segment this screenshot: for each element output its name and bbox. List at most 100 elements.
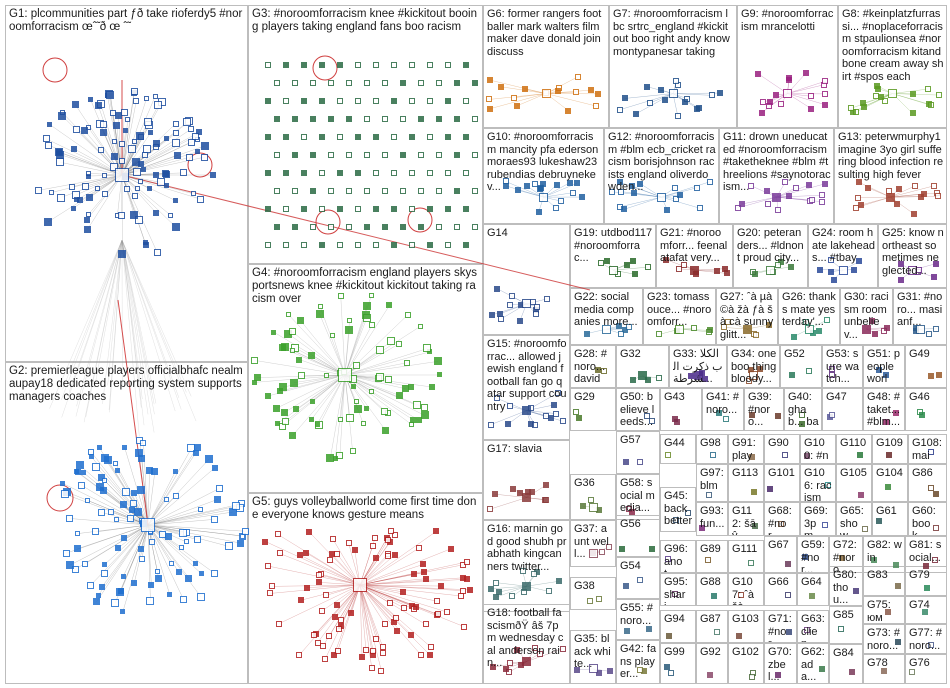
- network-node[interactable]: [296, 551, 303, 558]
- network-node[interactable]: [486, 77, 493, 84]
- network-node[interactable]: [445, 242, 451, 248]
- network-node[interactable]: [824, 316, 831, 323]
- network-node[interactable]: [829, 411, 836, 418]
- network-node[interactable]: [310, 632, 317, 639]
- network-node[interactable]: [621, 95, 628, 102]
- network-node[interactable]: [809, 592, 816, 599]
- network-node[interactable]: [310, 80, 316, 86]
- network-node[interactable]: [301, 170, 307, 176]
- network-node[interactable]: [351, 547, 358, 554]
- network-node[interactable]: [827, 268, 834, 275]
- network-node[interactable]: [910, 90, 917, 97]
- network-node[interactable]: [120, 609, 126, 615]
- network-node[interactable]: [163, 183, 169, 189]
- network-node[interactable]: [186, 153, 194, 161]
- network-node[interactable]: [368, 322, 375, 329]
- network-node[interactable]: [337, 98, 343, 104]
- network-node[interactable]: [809, 197, 816, 204]
- network-node[interactable]: [81, 182, 89, 190]
- network-node[interactable]: [73, 468, 79, 474]
- network-node[interactable]: [310, 188, 316, 194]
- network-node[interactable]: [265, 242, 271, 248]
- network-node[interactable]: [541, 89, 551, 99]
- network-node[interactable]: [859, 100, 866, 107]
- network-node[interactable]: [920, 190, 927, 197]
- network-node[interactable]: [138, 545, 145, 552]
- network-node[interactable]: [183, 117, 192, 126]
- network-node[interactable]: [382, 224, 388, 230]
- network-node[interactable]: [286, 312, 292, 318]
- network-node[interactable]: [927, 448, 934, 455]
- network-node[interactable]: [868, 317, 875, 324]
- network-node[interactable]: [192, 560, 198, 566]
- network-node[interactable]: [830, 276, 837, 283]
- network-node[interactable]: [265, 134, 271, 140]
- network-node[interactable]: [196, 129, 203, 136]
- network-node[interactable]: [895, 185, 902, 192]
- network-node[interactable]: [487, 585, 494, 592]
- network-node[interactable]: [301, 242, 307, 248]
- network-node[interactable]: [764, 187, 771, 194]
- network-node[interactable]: [283, 170, 289, 176]
- network-node[interactable]: [716, 90, 723, 97]
- network-node[interactable]: [83, 216, 90, 223]
- network-node[interactable]: [66, 560, 75, 569]
- network-node[interactable]: [276, 620, 283, 627]
- network-node[interactable]: [337, 170, 343, 176]
- network-node[interactable]: [409, 134, 415, 140]
- network-node[interactable]: [251, 356, 259, 364]
- network-node[interactable]: [880, 667, 887, 674]
- network-node[interactable]: [382, 80, 388, 86]
- network-node[interactable]: [609, 188, 616, 195]
- network-node[interactable]: [492, 579, 499, 586]
- network-node[interactable]: [684, 510, 691, 517]
- network-node[interactable]: [385, 536, 392, 543]
- network-node[interactable]: [105, 90, 114, 99]
- network-node[interactable]: [853, 204, 860, 211]
- network-node[interactable]: [522, 657, 531, 667]
- network-node[interactable]: [595, 90, 602, 97]
- network-node[interactable]: [199, 571, 205, 577]
- network-node[interactable]: [97, 147, 104, 154]
- network-node[interactable]: [163, 136, 169, 142]
- network-node[interactable]: [472, 152, 478, 158]
- network-node[interactable]: [101, 569, 109, 577]
- network-node[interactable]: [66, 514, 74, 522]
- network-node[interactable]: [748, 559, 755, 566]
- network-node[interactable]: [326, 633, 333, 640]
- network-node[interactable]: [506, 669, 513, 676]
- network-node[interactable]: [116, 587, 125, 596]
- network-node[interactable]: [749, 371, 758, 381]
- network-node[interactable]: [134, 186, 140, 192]
- network-node[interactable]: [745, 377, 752, 384]
- network-node[interactable]: [819, 192, 826, 199]
- network-node[interactable]: [472, 224, 478, 230]
- network-node[interactable]: [100, 120, 108, 128]
- network-node[interactable]: [675, 265, 682, 272]
- network-node[interactable]: [283, 206, 289, 212]
- network-node[interactable]: [337, 206, 343, 212]
- network-node[interactable]: [332, 456, 338, 462]
- network-node[interactable]: [444, 609, 451, 616]
- network-node[interactable]: [819, 665, 826, 672]
- network-node[interactable]: [153, 209, 159, 216]
- network-node[interactable]: [303, 584, 310, 591]
- network-node[interactable]: [758, 109, 765, 116]
- network-node[interactable]: [802, 70, 809, 76]
- network-node[interactable]: [161, 169, 169, 177]
- network-node[interactable]: [292, 152, 298, 158]
- network-node[interactable]: [926, 331, 933, 338]
- network-node[interactable]: [778, 520, 785, 527]
- network-node[interactable]: [486, 105, 493, 112]
- network-node[interactable]: [616, 323, 623, 330]
- network-node[interactable]: [560, 645, 567, 652]
- network-node[interactable]: [98, 584, 105, 591]
- network-node[interactable]: [107, 509, 114, 515]
- network-node[interactable]: [124, 185, 131, 192]
- network-node[interactable]: [382, 188, 388, 194]
- network-node[interactable]: [282, 417, 290, 425]
- network-node[interactable]: [152, 93, 158, 99]
- network-node[interactable]: [759, 99, 766, 106]
- network-node[interactable]: [433, 598, 440, 605]
- network-node[interactable]: [95, 592, 101, 598]
